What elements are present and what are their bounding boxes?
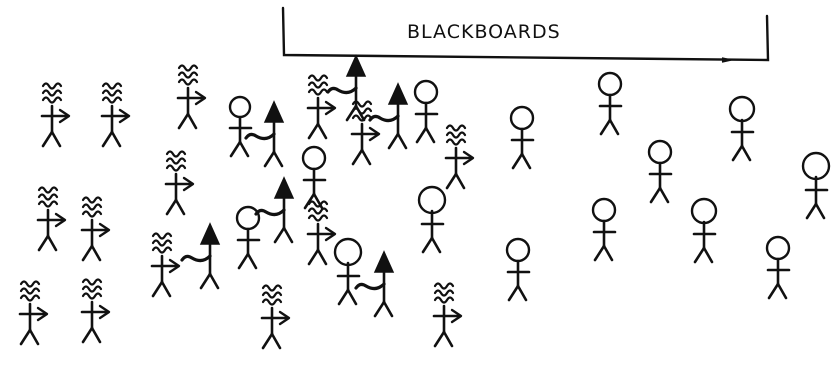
squiggle-hair-figure <box>102 84 129 147</box>
squiggle-hair-figure <box>82 198 109 261</box>
squiggle-hair-figure <box>178 66 205 129</box>
round-head-figure <box>649 141 671 202</box>
round-head-figure <box>507 239 529 300</box>
squiggle-hair-figure <box>352 102 379 165</box>
round-head-figure <box>593 199 615 260</box>
round-head-figure <box>767 237 789 298</box>
arrow-head-figure <box>370 84 407 148</box>
arrow-head-figure <box>256 178 293 242</box>
blackboard-label: BLACKBOARDS <box>407 21 561 43</box>
round-head-figure <box>803 153 829 218</box>
round-head-figure <box>511 107 533 168</box>
crowd <box>20 56 829 348</box>
squiggle-hair-figure <box>262 286 289 349</box>
arrow-head-figure <box>246 102 283 166</box>
squiggle-hair-figure <box>308 76 335 139</box>
squiggle-hair-figure <box>152 234 179 297</box>
round-head-figure <box>230 97 251 156</box>
squiggle-hair-figure <box>446 126 473 189</box>
blackboard-bracket: BLACKBOARDS <box>283 8 768 62</box>
squiggle-hair-figure <box>42 84 69 147</box>
round-head-figure <box>237 207 259 268</box>
arrow-head-figure <box>356 252 393 316</box>
squiggle-hair-figure <box>308 202 335 265</box>
arrow-head-figure <box>182 224 219 288</box>
round-head-figure <box>730 97 754 160</box>
squiggle-hair-figure <box>38 188 65 251</box>
round-head-figure <box>692 199 716 262</box>
round-head-figure <box>599 73 621 134</box>
squiggle-hair-figure <box>20 282 47 345</box>
round-head-figure <box>415 81 437 142</box>
round-head-figure <box>419 187 445 252</box>
squiggle-hair-figure <box>434 284 461 347</box>
squiggle-hair-figure <box>166 152 193 215</box>
round-head-figure <box>335 239 361 304</box>
squiggle-hair-figure <box>82 280 109 343</box>
round-head-figure <box>303 147 325 208</box>
